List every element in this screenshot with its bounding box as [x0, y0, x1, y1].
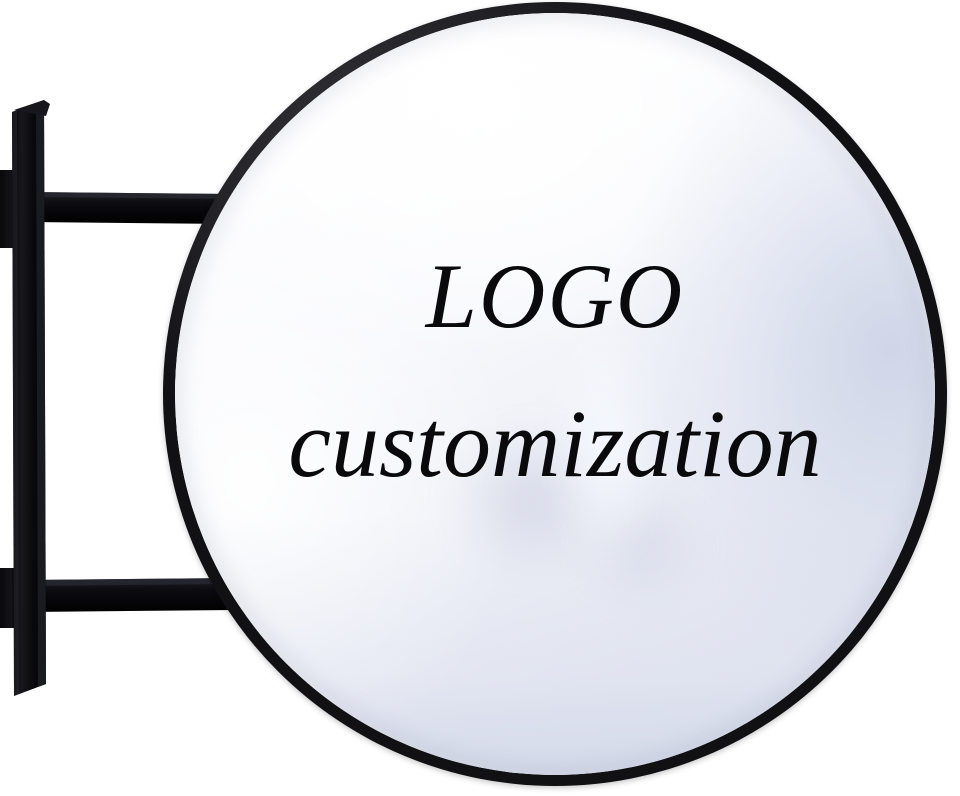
bracket-post-cap	[14, 100, 50, 116]
sign-customization-text: customization	[288, 390, 822, 497]
sign-logo-text: LOGO	[425, 245, 685, 347]
sign-disc: LOGO customization	[163, 2, 947, 786]
bracket-wall-plate-lower	[0, 568, 34, 628]
face-bottom-shadow	[175, 13, 935, 775]
sign-face: LOGO customization	[175, 13, 935, 775]
bracket-wall-post	[12, 100, 46, 696]
bracket-wall-plate-upper	[0, 170, 34, 248]
sign-text-block: LOGO customization	[175, 13, 935, 775]
